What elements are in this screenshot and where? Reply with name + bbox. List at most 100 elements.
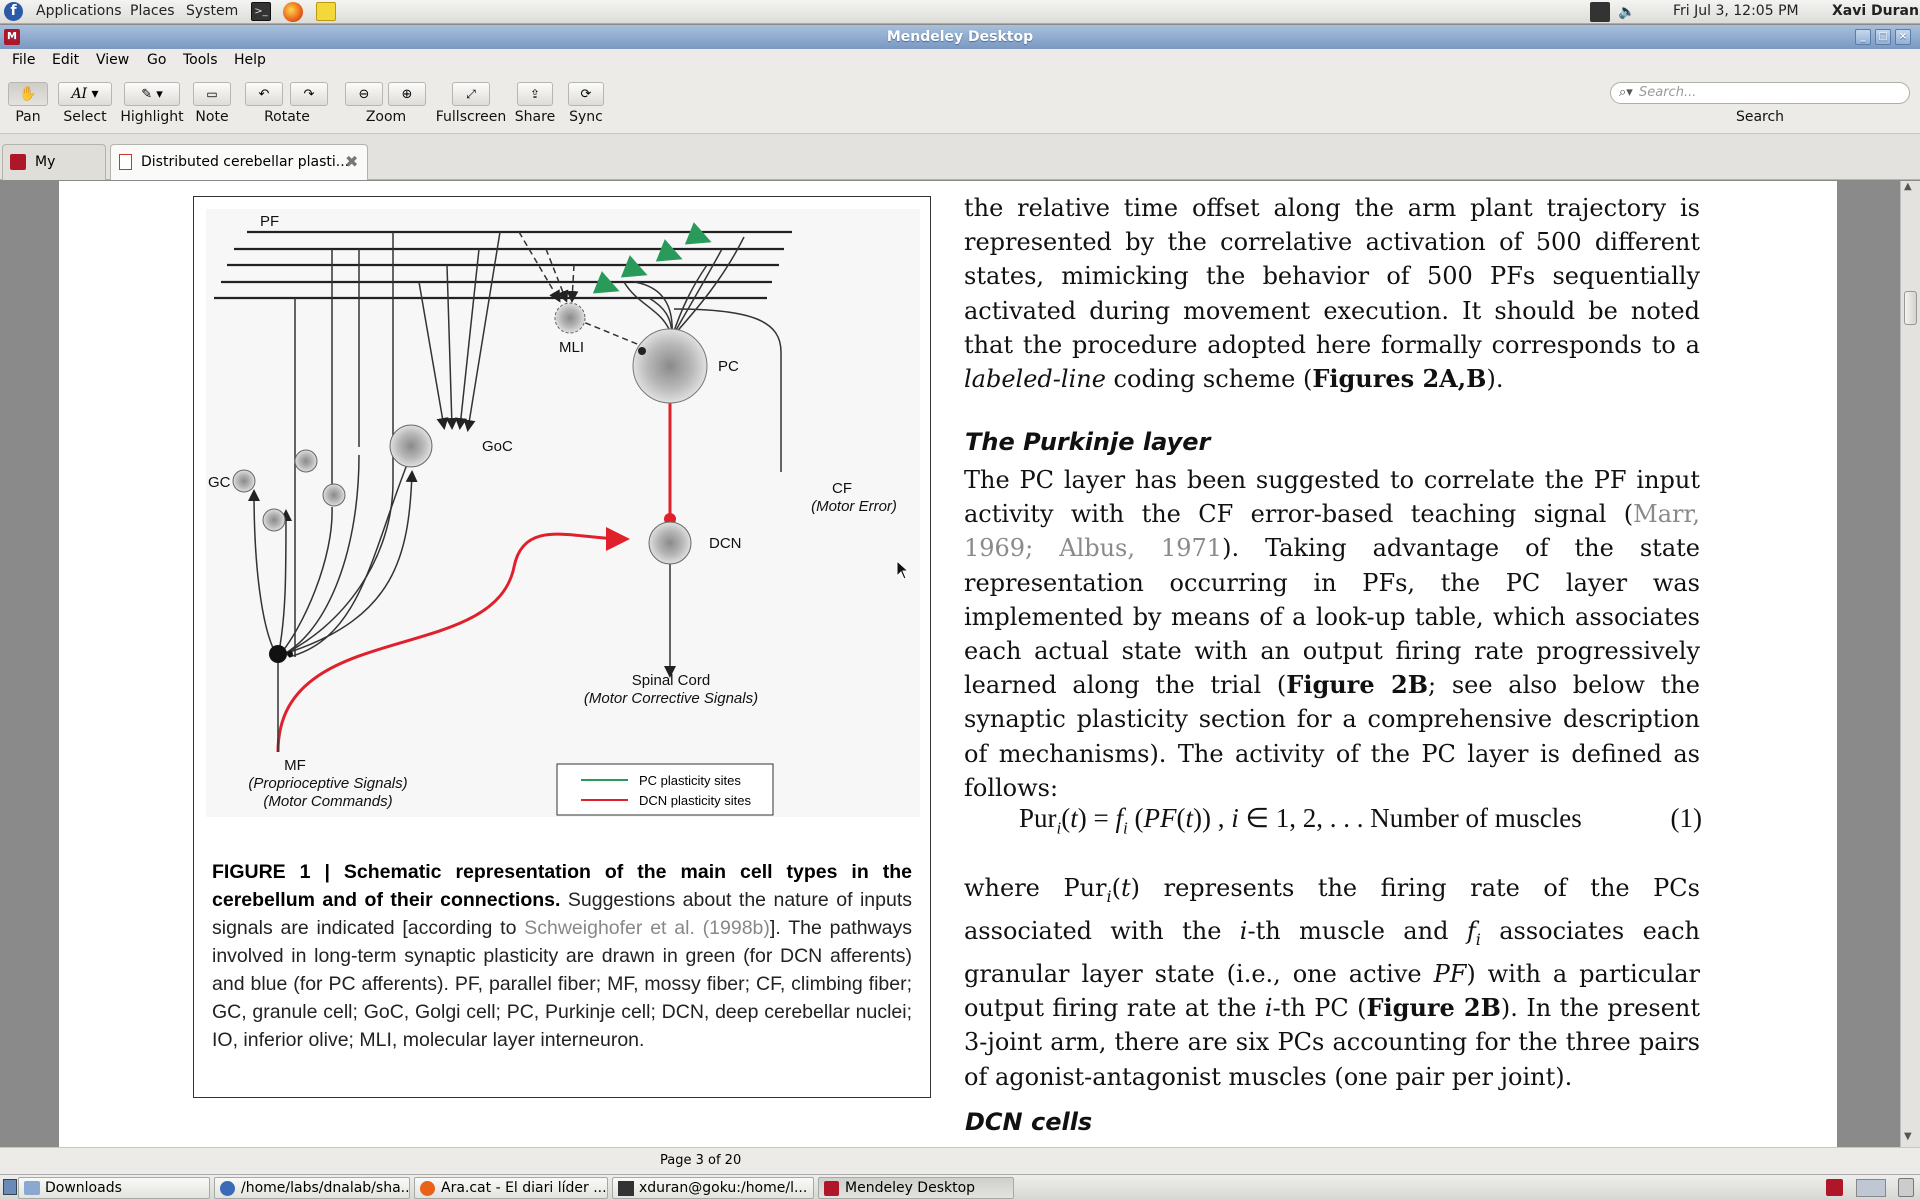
rotate-label: Rotate [264,109,310,125]
places-menu[interactable]: Places [130,3,175,19]
page-indicator: Page 3 of 20 [660,1153,742,1168]
scroll-down-icon[interactable]: ▼ [1904,1131,1912,1142]
menu-edit[interactable]: Edit [52,52,80,68]
granule-cell [262,508,286,532]
task-terminal[interactable]: xduran@goku:/home/l... [612,1177,814,1199]
mendeley-icon [824,1181,839,1196]
terminal-icon [618,1181,634,1196]
marr-albus-ref[interactable]: Marr, 1969; Albus, 1971 [964,500,1700,563]
fullscreen-button[interactable]: ⤢ [452,82,490,106]
zoom-in-button[interactable]: ⊕ [388,82,426,106]
heading-purkinje-layer: The Purkinje layer [965,428,1211,456]
caption-reference-link[interactable]: Schweighofer et al. (1998b) [524,917,770,939]
firefox-launcher-icon[interactable] [283,2,303,22]
mouse-cursor-icon [896,560,910,580]
zoom-out-button[interactable]: ⊖ [345,82,383,106]
scroll-up-icon[interactable]: ▲ [1904,181,1912,192]
task-downloads[interactable]: Downloads [18,1177,210,1199]
vertical-scrollbar[interactable]: ▲ ▼ [1900,181,1920,1147]
pan-button[interactable]: ✋ [8,82,48,106]
golgi-cell [389,424,433,468]
label-spinal: Spinal Cord [632,672,710,689]
folder-icon [24,1181,40,1195]
window-titlebar[interactable]: M Mendeley Desktop _ □ × [0,25,1920,49]
applications-menu[interactable]: Applications [36,3,122,19]
share-button[interactable]: ⇪ [517,82,553,106]
menu-file[interactable]: File [12,52,36,68]
clock[interactable]: Fri Jul 3, 12:05 PM [1673,3,1799,19]
network-icon[interactable] [1590,2,1610,22]
mf-dcn-pathway [276,526,630,753]
label-goc: GoC [482,438,513,455]
search-input[interactable]: ⌕▾ Search... [1610,82,1910,104]
note-label: Note [195,109,229,125]
mendeley-app-icon: M [4,29,20,45]
tab-document[interactable]: Distributed cerebellar plasti... ✖ [110,144,368,180]
figure-legend: PC plasticity sites DCN plasticity sites [556,763,774,816]
select-label: Select [63,109,107,125]
label-pc: PC [718,358,739,375]
tray-mendeley-icon[interactable] [1826,1179,1843,1196]
menu-help[interactable]: Help [234,52,266,68]
figure-2ab-ref[interactable]: Figures 2A,B [1312,364,1487,394]
heading-dcn-cells: DCN cells [965,1108,1093,1136]
sync-icon: ⟳ [580,86,592,102]
tab-document-label: Distributed cerebellar plasti... [141,154,350,170]
note-icon: ▭ [206,87,218,101]
menu-go[interactable]: Go [147,52,167,68]
user-name[interactable]: Xavi Duran [1832,3,1919,19]
task-file-browser[interactable]: /home/labs/dnalab/sha... [214,1177,410,1199]
workspace-switcher[interactable] [1856,1179,1886,1197]
zoom-in-icon: ⊕ [401,86,413,102]
sync-button[interactable]: ⟳ [568,82,604,106]
firefox-icon [420,1181,435,1196]
close-tab-icon[interactable]: ✖ [345,152,359,171]
minimize-icon[interactable]: _ [1855,29,1871,45]
legend-pc: PC plasticity sites [639,773,741,788]
highlighter-icon: ✎ ▾ [141,86,163,102]
figure-2b-ref-2[interactable]: Figure 2B [1366,993,1501,1023]
caption-text-2: ]. The pathways involved in long-term sy… [212,917,912,1051]
maximize-icon[interactable]: □ [1875,29,1891,45]
trash-icon[interactable] [1898,1178,1914,1197]
equation-1: Puri(t) = fi (PF(t)) , i ∈ 1, 2, . . . N… [1019,803,1702,838]
label-gc: GC [208,474,231,491]
tab-bar: My Library Distributed cerebellar plasti… [0,134,1920,204]
rotate-left-icon: ↶ [258,86,270,102]
zoom-label: Zoom [365,109,407,125]
dcn-cell [648,521,692,565]
show-desktop-icon[interactable] [3,1179,17,1195]
menu-view[interactable]: View [96,52,130,68]
rotate-right-button[interactable]: ↷ [290,82,328,106]
select-button[interactable]: AI ▾ [58,82,112,106]
purkinje-cell [632,328,708,404]
granule-cell [294,449,318,473]
volume-icon[interactable]: 🔈 [1618,4,1636,20]
highlight-button[interactable]: ✎ ▾ [124,82,180,106]
task-firefox[interactable]: Ara.cat - El diari líder ... [414,1177,608,1199]
task-mendeley[interactable]: Mendeley Desktop [818,1177,1014,1199]
granule-cell [322,483,346,507]
label-cf-sub: (Motor Error) [811,498,897,515]
label-mf-sub2: (Motor Commands) [263,793,392,810]
bottom-taskbar: Downloads /home/labs/dnalab/sha... Ara.c… [0,1174,1920,1200]
rotate-left-button[interactable]: ↶ [245,82,283,106]
fedora-logo-icon[interactable]: f [4,2,23,21]
label-pf: PF [260,213,279,230]
notes-launcher-icon[interactable] [316,2,336,21]
close-window-icon[interactable]: × [1895,29,1911,45]
figure-2b-ref[interactable]: Figure 2B [1286,670,1429,700]
share-icon: ⇪ [529,87,541,101]
legend-dcn: DCN plasticity sites [639,793,751,808]
terminal-launcher-icon[interactable]: >_ [251,2,271,21]
pdf-icon [119,154,132,170]
scroll-thumb[interactable] [1904,291,1917,325]
note-button[interactable]: ▭ [193,82,231,106]
menu-tools[interactable]: Tools [183,52,218,68]
label-mli: MLI [559,339,584,356]
sync-label: Sync [569,109,603,125]
system-menu[interactable]: System [186,3,239,19]
tab-my-library[interactable]: My Library [2,144,106,204]
mli-inputs [518,231,665,356]
labeled-line-term: labeled-line [964,365,1106,394]
